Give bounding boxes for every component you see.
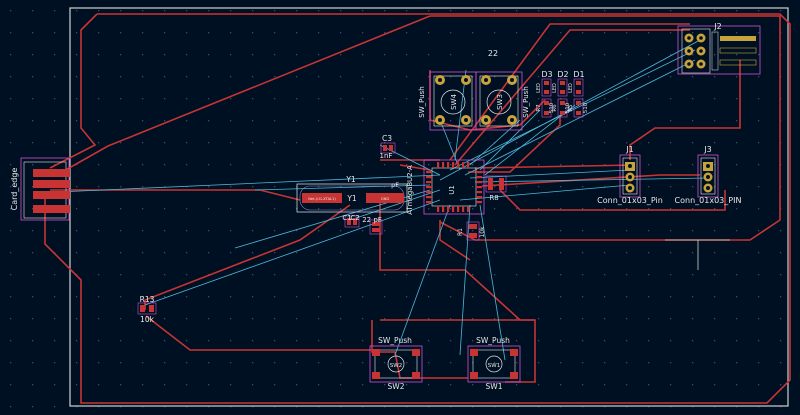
connector-j1[interactable]: J1 Conn_01x03_Pin	[597, 145, 663, 205]
sw2-ref: SW2	[388, 382, 405, 391]
track-r13-sw2	[145, 315, 372, 351]
d2-value: LED	[552, 83, 558, 93]
track-left-upper	[49, 13, 98, 169]
r6-value: 510	[565, 102, 571, 113]
sw2-value: SW_Push	[378, 336, 412, 345]
track-c3-u1	[399, 164, 431, 171]
sw3-value: SW_Push	[522, 86, 530, 117]
r5-ref: R5	[568, 104, 574, 112]
c-22pf-value: 22 pF	[362, 216, 382, 224]
crystal-y1[interactable]: Y1 Net-(U1-XTAL1) GND Y1	[296, 175, 408, 213]
j2-ref: J2	[713, 22, 721, 31]
crystal-pad1-net: Net-(U1-XTAL1)	[308, 197, 336, 201]
sw2-fab-ref: SW2	[390, 363, 402, 369]
j3-value: Conn_01x03_PIN	[675, 196, 742, 205]
switch-sw2[interactable]: SW_Push SW2 SW2	[369, 336, 423, 391]
track-u1-j1	[474, 164, 636, 169]
track-sw2-sw1	[371, 320, 468, 379]
d3-value: LED	[536, 83, 542, 93]
j3-ref: J3	[703, 145, 711, 154]
sw1-fab-ref: SW1	[488, 363, 500, 369]
track-j3-loop	[499, 189, 726, 211]
r13-ref: R13	[140, 295, 155, 304]
switch-sw3[interactable]: SW3 SW_Push	[475, 71, 530, 131]
capacitors-c1-c2[interactable]: C1 C2 22 pF	[342, 214, 383, 235]
r5-value: 510	[583, 102, 589, 113]
r7-ref: R7	[536, 104, 542, 112]
track-u1-j2-a	[449, 23, 690, 161]
y1-ref: Y1	[345, 175, 356, 184]
c2-ref: C2	[350, 214, 359, 222]
cursor-crosshair	[665, 239, 730, 270]
r7-value: 510	[549, 102, 555, 113]
c3-value: 1nF	[380, 152, 393, 160]
switch-sw1[interactable]: SW_Push SW1 SW1	[467, 336, 521, 391]
u1-ref: U1	[448, 185, 456, 195]
track-u1-down	[439, 220, 471, 261]
crystal-pad2-net: GND	[381, 197, 389, 201]
d1-value: LED	[568, 83, 574, 93]
u1-value: ATmega8U2-A	[406, 165, 414, 215]
r1-value: 10k	[479, 226, 486, 238]
sw4-value: SW_Push	[418, 86, 426, 117]
sw4-ref: SW4	[450, 94, 458, 110]
track-u1-j3	[481, 174, 700, 187]
resistor-r13[interactable]: R13 10k	[137, 295, 157, 324]
resistor-r1[interactable]: R1 10k	[457, 221, 486, 241]
track-j1-j2	[629, 60, 741, 160]
net-22-label: 22	[488, 49, 498, 58]
card-edge-label: Card_edge	[10, 168, 19, 211]
c-pf-label: pF	[391, 181, 399, 189]
d1-ref: D1	[573, 70, 584, 79]
sw1-value: SW_Push	[476, 336, 510, 345]
connector-j3[interactable]: J3 Conn_01x03_PIN	[675, 145, 742, 205]
d3-ref: D3	[541, 70, 552, 79]
r13-value: 10k	[140, 315, 155, 324]
leds-and-resistors[interactable]: D3 D2 D1 LED LED LED R7 R6 R5 510 510 51…	[536, 70, 589, 118]
c1-ref: C1	[342, 214, 351, 222]
d2-ref: D2	[557, 70, 568, 79]
card-edge-connector[interactable]: Card_edge	[10, 157, 70, 221]
r6-ref: R6	[552, 104, 558, 112]
track-top-card	[54, 15, 431, 177]
r1-ref: R1	[457, 228, 464, 236]
y1-fab-ref: Y1	[346, 194, 357, 203]
r8-ref: R8	[489, 194, 498, 202]
j1-ref: J1	[625, 145, 633, 154]
c3-ref: C3	[382, 134, 392, 143]
resistor-r8[interactable]: R8	[485, 175, 507, 202]
ratsnest-lines	[57, 39, 709, 361]
connector-j2[interactable]: J2	[677, 22, 761, 75]
switch-sw4[interactable]: SW4 SW_Push	[418, 71, 477, 131]
sw3-ref: SW3	[496, 94, 504, 110]
ic-u1[interactable]: U1 ATmega8U2-A	[406, 159, 485, 215]
capacitor-c3[interactable]: C3 1nF pF	[380, 134, 400, 189]
track-u1-j2-b	[454, 29, 690, 166]
j1-value: Conn_01x03_Pin	[597, 196, 663, 205]
sw1-ref: SW1	[486, 382, 503, 391]
track-outer-loop	[44, 13, 791, 404]
